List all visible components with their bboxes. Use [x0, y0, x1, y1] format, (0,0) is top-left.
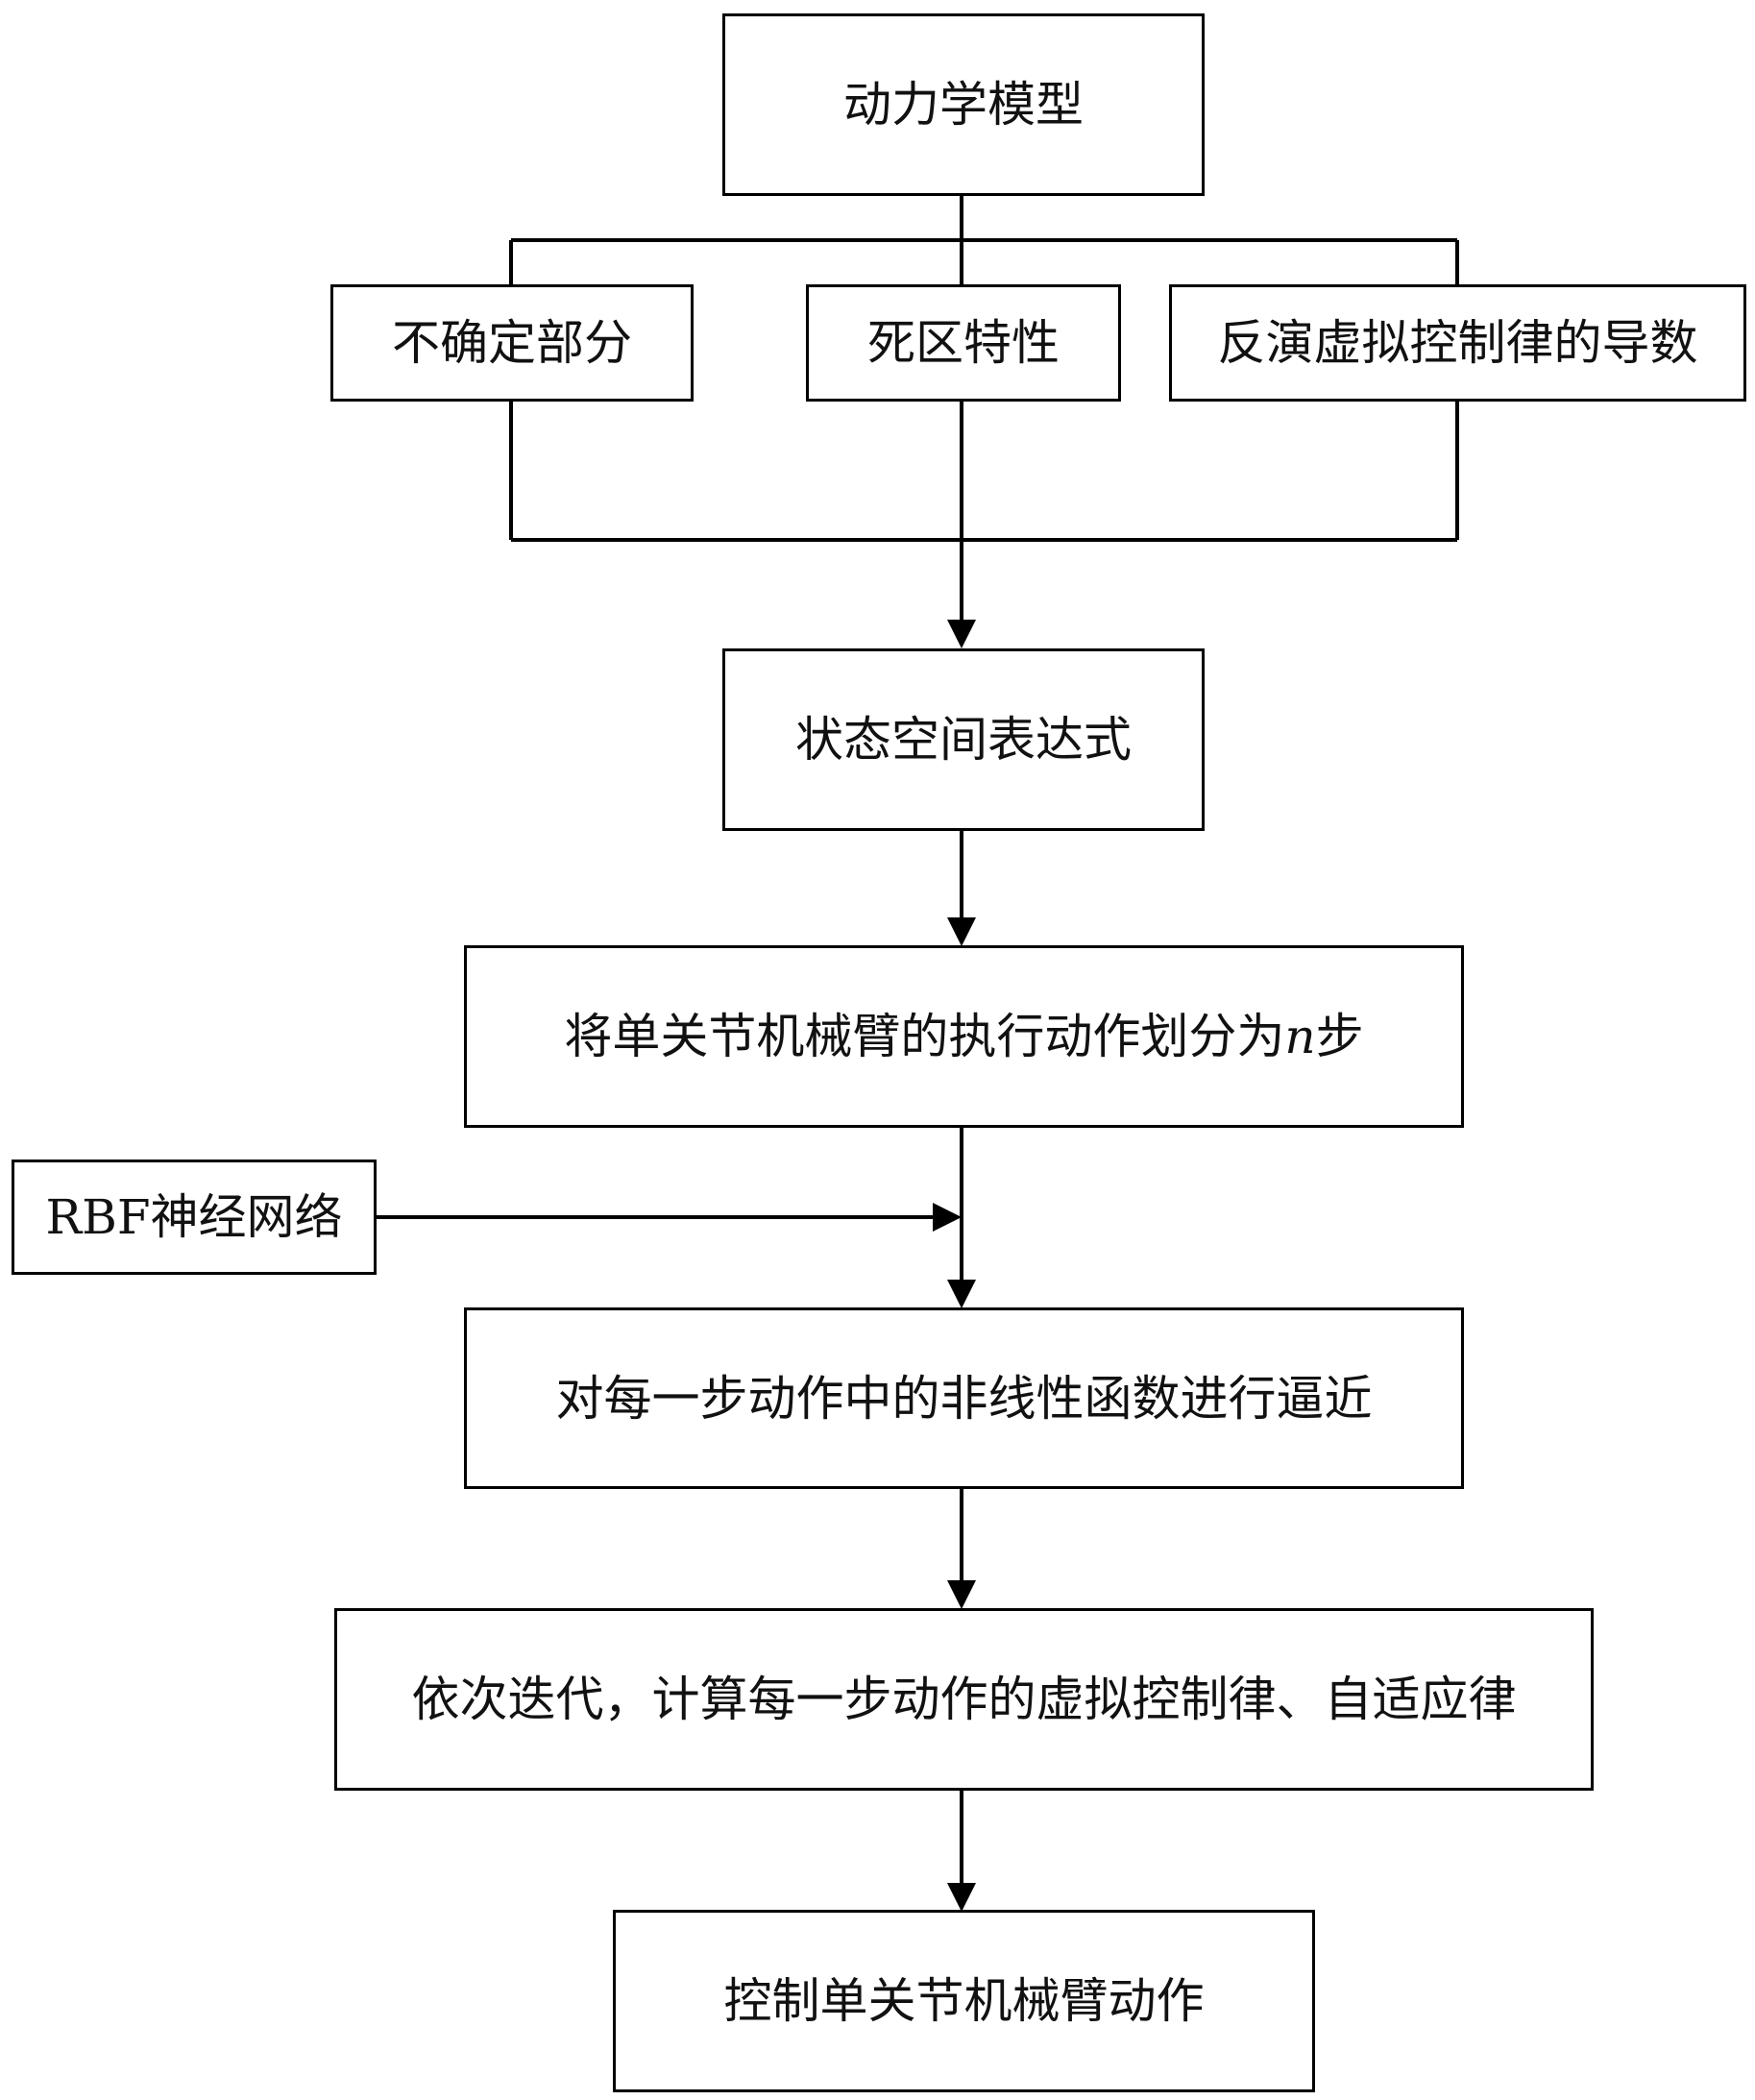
state-space-label: 状态空间表达式 [795, 712, 1132, 768]
rbf-network-box: RBF神经网络 [12, 1160, 377, 1275]
arrow-to-approximate [947, 1126, 976, 1308]
arrow-to-divide-steps [947, 831, 976, 946]
state-space-box: 状态空间表达式 [722, 648, 1205, 831]
backstepping-derivative-box: 反演虚拟控制律的导数 [1169, 284, 1746, 402]
dead-zone-box: 死区特性 [806, 284, 1121, 402]
uncertain-part-label: 不确定部分 [392, 315, 632, 371]
divide-steps-suffix: 步 [1315, 1009, 1364, 1064]
arrow-to-iterate [947, 1487, 976, 1609]
iterate-box: 依次迭代，计算每一步动作的虚拟控制律、自适应律 [334, 1608, 1594, 1791]
backstepping-derivative-label: 反演虚拟控制律的导数 [1217, 315, 1698, 371]
divide-steps-prefix: 将单关节机械臂的执行动作划分为 [564, 1009, 1285, 1064]
approximate-label: 对每一步动作中的非线性函数进行逼近 [555, 1370, 1373, 1427]
divide-steps-box: 将单关节机械臂的执行动作划分为n步 [464, 945, 1464, 1128]
control-arm-box: 控制单关节机械臂动作 [613, 1910, 1315, 2092]
divide-steps-label: 将单关节机械臂的执行动作划分为n步 [564, 1013, 1363, 1061]
arrow-to-state-space [947, 540, 976, 648]
dead-zone-label: 死区特性 [867, 315, 1060, 371]
divide-steps-variable: n [1284, 1009, 1316, 1064]
arrow-rbf-to-main [375, 1203, 962, 1232]
arrow-to-control-arm [947, 1789, 976, 1912]
iterate-label: 依次迭代，计算每一步动作的虚拟控制律、自适应律 [411, 1672, 1517, 1727]
dynamics-model-label: 动力学模型 [843, 77, 1084, 133]
control-arm-label: 控制单关节机械臂动作 [723, 1973, 1205, 2029]
rbf-network-label: RBF神经网络 [45, 1189, 343, 1245]
uncertain-part-box: 不确定部分 [330, 284, 694, 402]
dynamics-model-box: 动力学模型 [722, 13, 1205, 196]
approximate-box: 对每一步动作中的非线性函数进行逼近 [464, 1307, 1464, 1489]
